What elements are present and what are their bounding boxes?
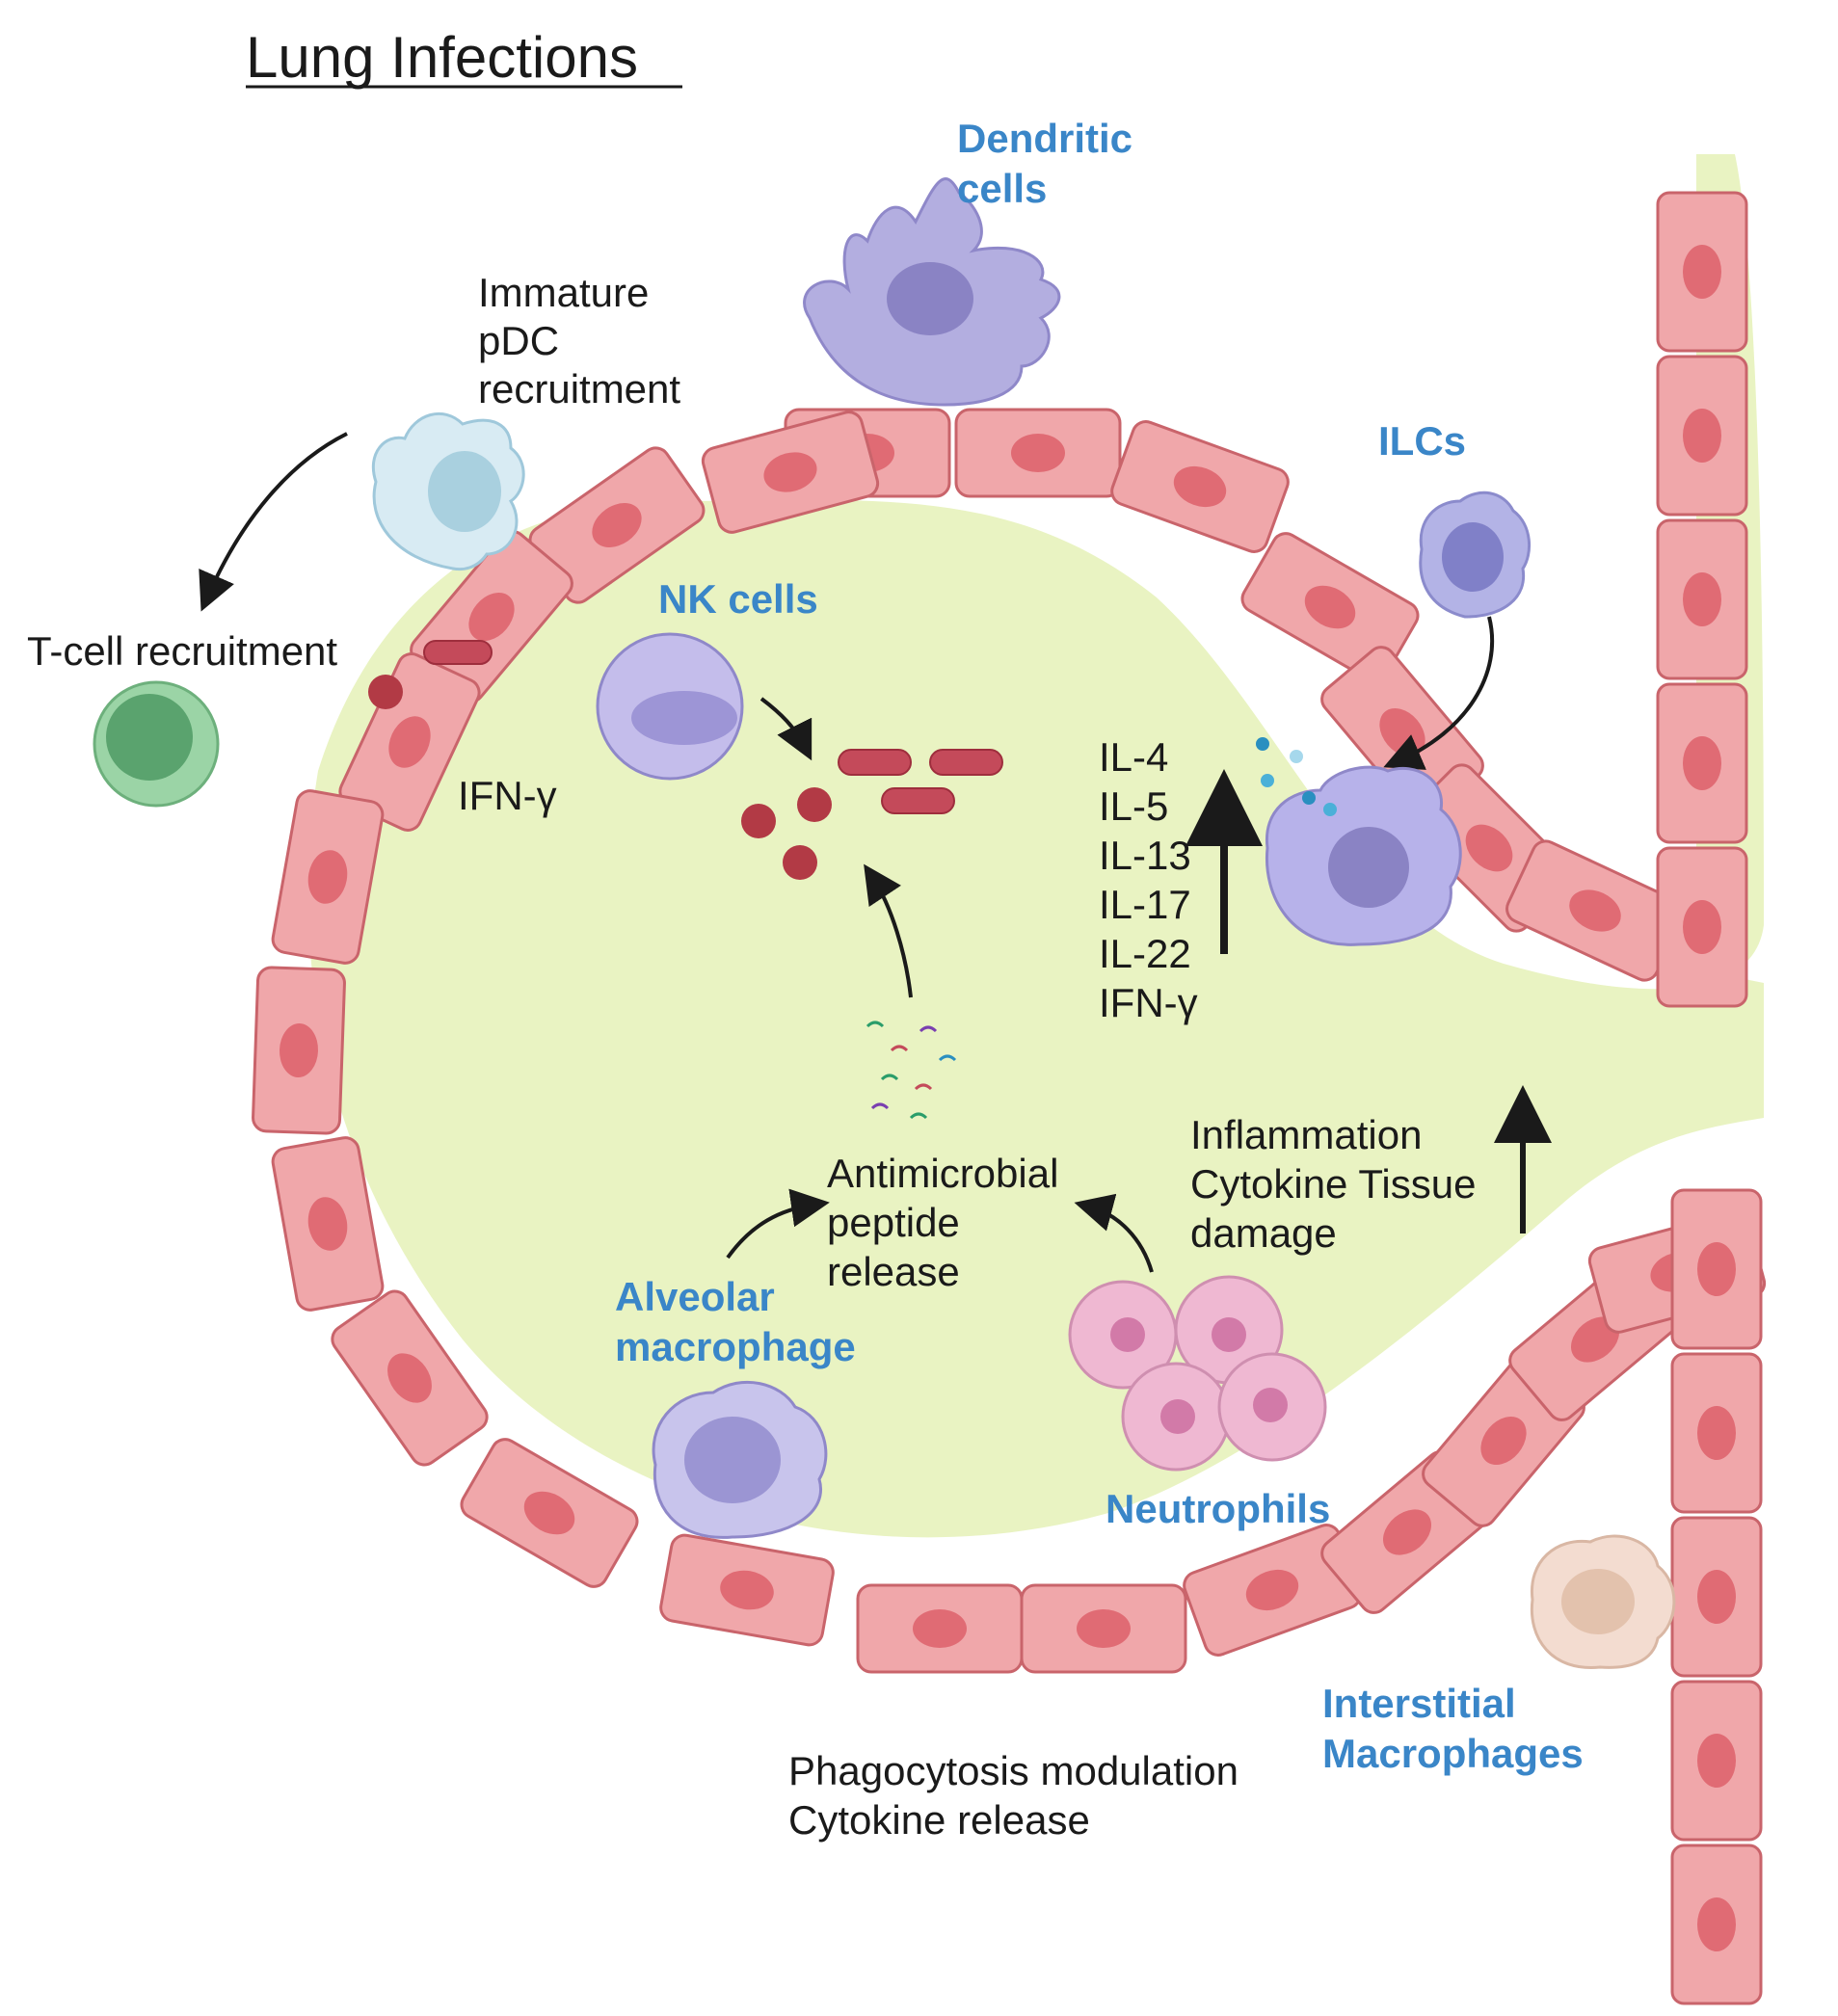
- epithelial-cell: [954, 408, 1122, 498]
- capillary-cell: [1656, 191, 1748, 353]
- alveolar-macrophage: [652, 1380, 828, 1539]
- dendritic-cell: [803, 177, 1061, 407]
- antimicrobial-label-3: release: [827, 1249, 960, 1294]
- ilc-arrow: [1383, 616, 1495, 770]
- dendritic-label-1: Dendritic: [957, 116, 1132, 161]
- inflammation-label-2: Cytokine Tissue: [1190, 1161, 1476, 1207]
- pdc-label-1: Immature: [478, 270, 649, 315]
- macrophage-to-peptide-arrow: [726, 1188, 830, 1260]
- capillary-wall: [1656, 191, 1763, 2005]
- tcell-label: T-cell recruitment: [27, 628, 337, 674]
- epithelial-cell: [271, 1136, 385, 1312]
- antimicrobial-label-1: Antimicrobial: [827, 1151, 1058, 1196]
- ilcs-label: ILCs: [1378, 418, 1466, 464]
- neutrophils-label: Neutrophils: [1105, 1486, 1330, 1531]
- cytokine-5: IL-22: [1099, 931, 1191, 976]
- epithelial-cell: [856, 1583, 1024, 1674]
- capillary-cell: [1656, 682, 1748, 844]
- nk-cell: [596, 632, 744, 781]
- capillary-cell: [1670, 1188, 1763, 1350]
- capillary-cell: [1656, 518, 1748, 680]
- cytokine-6: IFN-γ: [1099, 980, 1198, 1025]
- alveolar-label-2: macrophage: [615, 1324, 856, 1369]
- antimicrobial-label-2: peptide: [827, 1200, 960, 1245]
- capillary-cell: [1670, 1352, 1763, 1514]
- epithelial-cell: [338, 652, 481, 832]
- inflammation-label-3: damage: [1190, 1210, 1337, 1256]
- pathogens: [368, 640, 1003, 880]
- capillary-cell: [1656, 846, 1748, 1008]
- neutrophil-to-peptide-arrow: [1074, 1193, 1154, 1273]
- epithelial-cell: [659, 1533, 835, 1647]
- inflammation-label-1: Inflammation: [1190, 1112, 1422, 1157]
- pdc-label-2: pDC: [478, 318, 559, 363]
- cytokine-4: IL-17: [1099, 882, 1191, 927]
- peptide-arrow: [864, 863, 913, 998]
- epithelial-cell: [1110, 420, 1290, 553]
- pdc-label-3: recruitment: [478, 366, 680, 411]
- t-cell: [93, 680, 220, 808]
- interstitial-macrophage: [1530, 1534, 1676, 1669]
- dendritic-label-2: cells: [957, 166, 1047, 211]
- epithelial-cell: [1240, 532, 1420, 682]
- ifn-left-label: IFN-γ: [458, 773, 557, 818]
- epithelial-cell: [252, 966, 346, 1135]
- cytokine-3: IL-13: [1099, 833, 1191, 878]
- phagocytosis-label-2: Cytokine release: [788, 1797, 1090, 1843]
- activated-ilc-cell: [1256, 737, 1462, 946]
- nk-label: NK cells: [658, 576, 818, 622]
- alveolar-label-1: Alveolar: [615, 1274, 775, 1319]
- epithelial-cell: [701, 411, 880, 534]
- cytokine-2: IL-5: [1099, 783, 1168, 829]
- capillary-cell: [1670, 1844, 1763, 2005]
- capillary-cell: [1670, 1680, 1763, 1842]
- capillary-cell: [1656, 355, 1748, 517]
- neutrophils-cluster: [1068, 1275, 1327, 1472]
- epithelial-cell: [271, 789, 385, 965]
- basement-membrane: [307, 154, 1765, 1538]
- interstitial-label-1: Interstitial: [1322, 1681, 1516, 1726]
- immature-pdc-cell: [371, 411, 525, 571]
- phagocytosis-label-1: Phagocytosis modulation: [788, 1748, 1239, 1793]
- ilc-cell: [1419, 491, 1532, 619]
- title: Lung Infections: [246, 25, 638, 90]
- epithelial-cell: [1020, 1583, 1187, 1674]
- pdc-to-tcell-arrow: [199, 432, 348, 612]
- antimicrobial-peptides: [866, 1021, 957, 1120]
- cytokine-1: IL-4: [1099, 734, 1168, 780]
- epithelial-cell: [460, 1438, 639, 1588]
- interstitial-label-2: Macrophages: [1322, 1731, 1584, 1776]
- epithelial-cell: [331, 1289, 489, 1467]
- capillary-cell: [1670, 1516, 1763, 1678]
- nk-arrow: [759, 697, 812, 761]
